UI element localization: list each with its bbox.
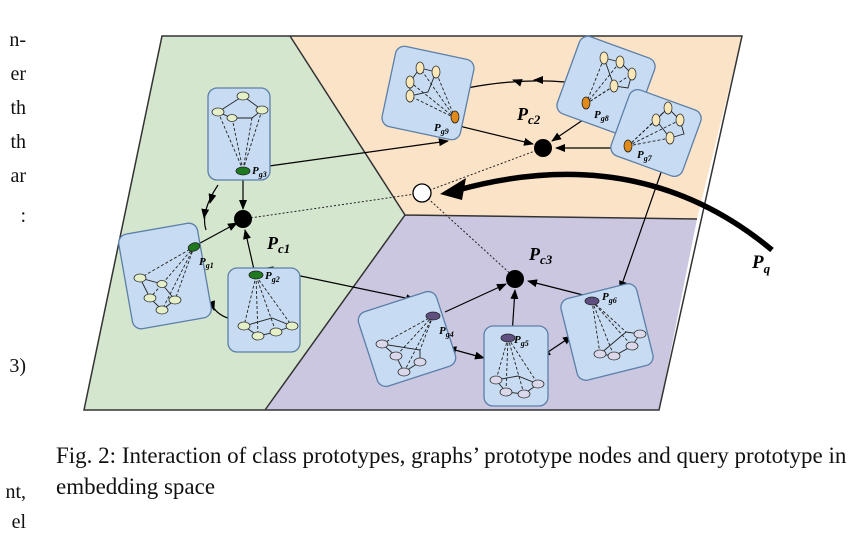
label-pc3: Pc3: [528, 244, 553, 267]
graph-nodes-green: [133, 91, 299, 341]
text-fragment: th: [10, 131, 26, 153]
label-pg4: Pg4: [439, 325, 454, 339]
text-fragment: 3): [9, 355, 26, 377]
label-pg3: Pg3: [252, 165, 267, 179]
label-pg8: Pg8: [594, 109, 609, 123]
label-pg1: Pg1: [199, 256, 214, 270]
text-fragment: th: [10, 97, 26, 119]
label-pq: Pq: [751, 252, 771, 276]
graph-nodes-purple: [375, 329, 647, 399]
figure-labels: Pc1 Pc2 Pc3 Pq Pg1 Pg2 Pg3 Pg4 Pg5 Pg6 P…: [199, 104, 771, 348]
text-fragment: ar: [10, 165, 26, 187]
left-column-text: n- er th th ar : 3) nt, el: [0, 0, 30, 542]
embedding-space-figure: Pc1 Pc2 Pc3 Pq Pg1 Pg2 Pg3 Pg4 Pg5 Pg6 P…: [83, 35, 774, 411]
query-arrowhead: [440, 178, 466, 200]
figure-caption: Fig. 2: Interaction of class prototypes,…: [56, 443, 847, 499]
query-prototype-point: [412, 183, 432, 203]
text-fragment: el: [11, 511, 26, 533]
graph-internals: [139, 57, 685, 395]
graph-nodes-orange: [405, 51, 685, 145]
query-dotted-links: [242, 147, 544, 279]
label-pg2: Pg2: [265, 270, 280, 284]
label-pc2: Pc2: [516, 104, 541, 127]
text-fragment: er: [10, 63, 26, 85]
text-fragment: :: [20, 205, 26, 227]
text-fragment: n-: [9, 29, 26, 51]
graph-prototype-nodes: [187, 96, 633, 343]
class-prototype-pc2-point: [534, 139, 552, 157]
class-prototype-pc1-point: [234, 210, 252, 228]
query-arrow: [457, 171, 774, 253]
label-pc1: Pc1: [266, 233, 290, 256]
class-prototype-pc3-point: [506, 270, 524, 288]
label-pg6: Pg6: [602, 291, 617, 305]
label-pg7: Pg7: [637, 149, 653, 163]
label-pg9: Pg9: [434, 122, 449, 136]
label-pg5: Pg5: [514, 334, 529, 348]
text-fragment: nt,: [5, 481, 26, 503]
